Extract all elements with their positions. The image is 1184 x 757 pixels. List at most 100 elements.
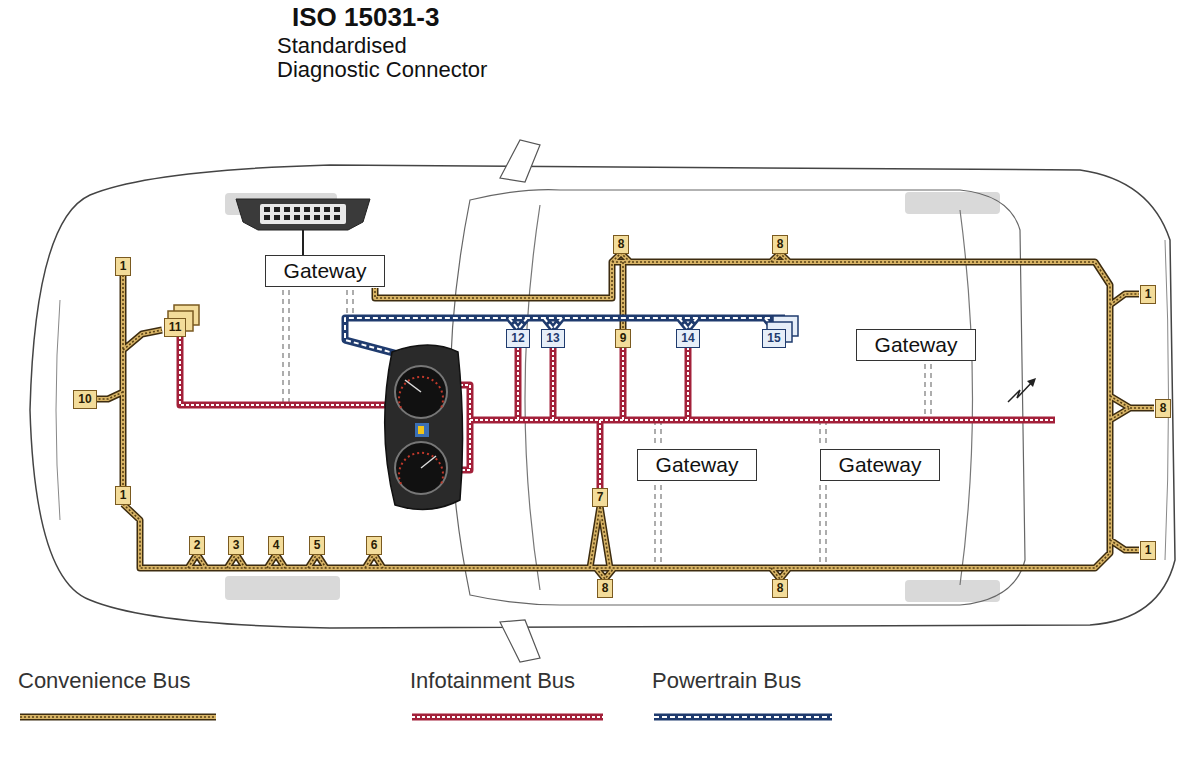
gateway-label: Gateway <box>875 333 958 357</box>
connector-pin <box>274 215 280 220</box>
label-holder: 1 <box>1140 285 1157 304</box>
dashed-link <box>925 364 931 420</box>
car-body <box>30 165 1175 628</box>
connector-pin <box>264 207 270 212</box>
callout-number: 7 <box>592 488 609 507</box>
connector-pin <box>294 207 300 212</box>
legend-entry: Infotainment Bus <box>410 668 605 724</box>
dashed-link <box>820 420 826 568</box>
display <box>415 423 429 437</box>
label-holder: 1 <box>115 486 132 505</box>
bus-line <box>97 253 1154 579</box>
gateway-box: Gateway <box>637 449 758 481</box>
legend-line <box>412 716 603 718</box>
legend-label: Powertrain Bus <box>652 668 834 694</box>
wheel <box>905 580 1000 602</box>
label-holder: 8 <box>613 235 630 254</box>
windshield-line <box>525 205 540 590</box>
label-holder: 4 <box>268 536 285 555</box>
label-holder: 5 <box>309 536 326 555</box>
label-holder: 9 <box>615 329 632 348</box>
gateway-box: Gateway <box>856 329 977 361</box>
gauge-ticks <box>399 377 443 408</box>
callout-number: 14 <box>676 329 699 348</box>
wheel <box>225 576 340 600</box>
connector-pin <box>334 207 340 212</box>
callout-number: 8 <box>597 579 614 598</box>
legend-entry: Powertrain Bus <box>652 668 834 724</box>
connector-pin <box>284 207 290 212</box>
label-holder: 8 <box>1155 399 1172 418</box>
bus-line <box>97 253 1154 579</box>
callout-number: 9 <box>615 329 632 348</box>
diagnostic-connector <box>236 199 370 230</box>
grille-line <box>56 300 60 520</box>
gauge-ticks <box>399 453 443 484</box>
callout-number: 8 <box>772 579 789 598</box>
convenience-bus <box>97 253 1154 579</box>
legend-sample <box>410 710 605 724</box>
connector-pin <box>294 215 300 220</box>
callout-number: 13 <box>541 329 564 348</box>
label-holder: 13 <box>541 329 564 348</box>
callout-number: 6 <box>366 536 383 555</box>
label-holder: 6 <box>366 536 383 555</box>
label-holder: 8 <box>772 579 789 598</box>
connector-pin <box>314 215 320 220</box>
gauge <box>395 366 447 418</box>
legend-sample <box>18 710 218 724</box>
gauge-needle <box>421 456 436 468</box>
gateway-links <box>283 290 931 568</box>
callout-number: 4 <box>268 536 285 555</box>
callout-number: 2 <box>189 536 206 555</box>
connector-pin <box>324 207 330 212</box>
callout-number: 8 <box>772 235 789 254</box>
connector-pin <box>314 207 320 212</box>
connector-pin <box>324 215 330 220</box>
gateway-box: Gateway <box>265 255 386 287</box>
display <box>418 426 424 434</box>
wireless-arrowhead <box>1027 378 1036 387</box>
callout-number: 5 <box>309 536 326 555</box>
legend-line <box>412 714 603 721</box>
label-holder: 10 <box>73 390 96 409</box>
connector-pin <box>284 215 290 220</box>
gateway-label: Gateway <box>284 259 367 283</box>
instrument-cluster <box>385 345 463 509</box>
label-holder: 11 <box>164 318 187 337</box>
callout-number: 1 <box>1140 285 1157 304</box>
callout-number: 11 <box>164 318 187 337</box>
callout-number: 1 <box>115 257 132 276</box>
rear-window-line <box>960 210 973 585</box>
mirror <box>500 620 540 662</box>
callout-number: 1 <box>115 486 132 505</box>
gateway-label: Gateway <box>839 453 922 477</box>
legend-entry: Convenience Bus <box>18 668 218 724</box>
callout-number: 10 <box>73 390 96 409</box>
legend-line <box>654 716 832 718</box>
connector-caption: Standardised Diagnostic Connector <box>277 34 502 82</box>
connector-pin <box>264 215 270 220</box>
label-holder: 2 <box>189 536 206 555</box>
cabin-outline <box>450 190 1025 605</box>
legend-sample <box>652 710 834 724</box>
callout-number: 8 <box>613 235 630 254</box>
label-holder: 3 <box>228 536 245 555</box>
connector-pin <box>274 207 280 212</box>
title: ISO 15031-3 <box>292 2 439 33</box>
callout-number: 8 <box>1155 399 1172 418</box>
label-holder: 8 <box>772 235 789 254</box>
dashed-link <box>347 290 353 318</box>
callout-number: 3 <box>228 536 245 555</box>
legend-label: Convenience Bus <box>18 668 218 694</box>
legend-line <box>20 716 216 718</box>
dashed-link <box>655 420 661 568</box>
title-holder: ISO 15031-3 <box>292 2 439 33</box>
legend-line <box>20 714 216 721</box>
connector-pin <box>304 207 310 212</box>
gateway-box: Gateway <box>820 449 941 481</box>
label-holder: 8 <box>597 579 614 598</box>
gauge-needle <box>405 380 421 392</box>
